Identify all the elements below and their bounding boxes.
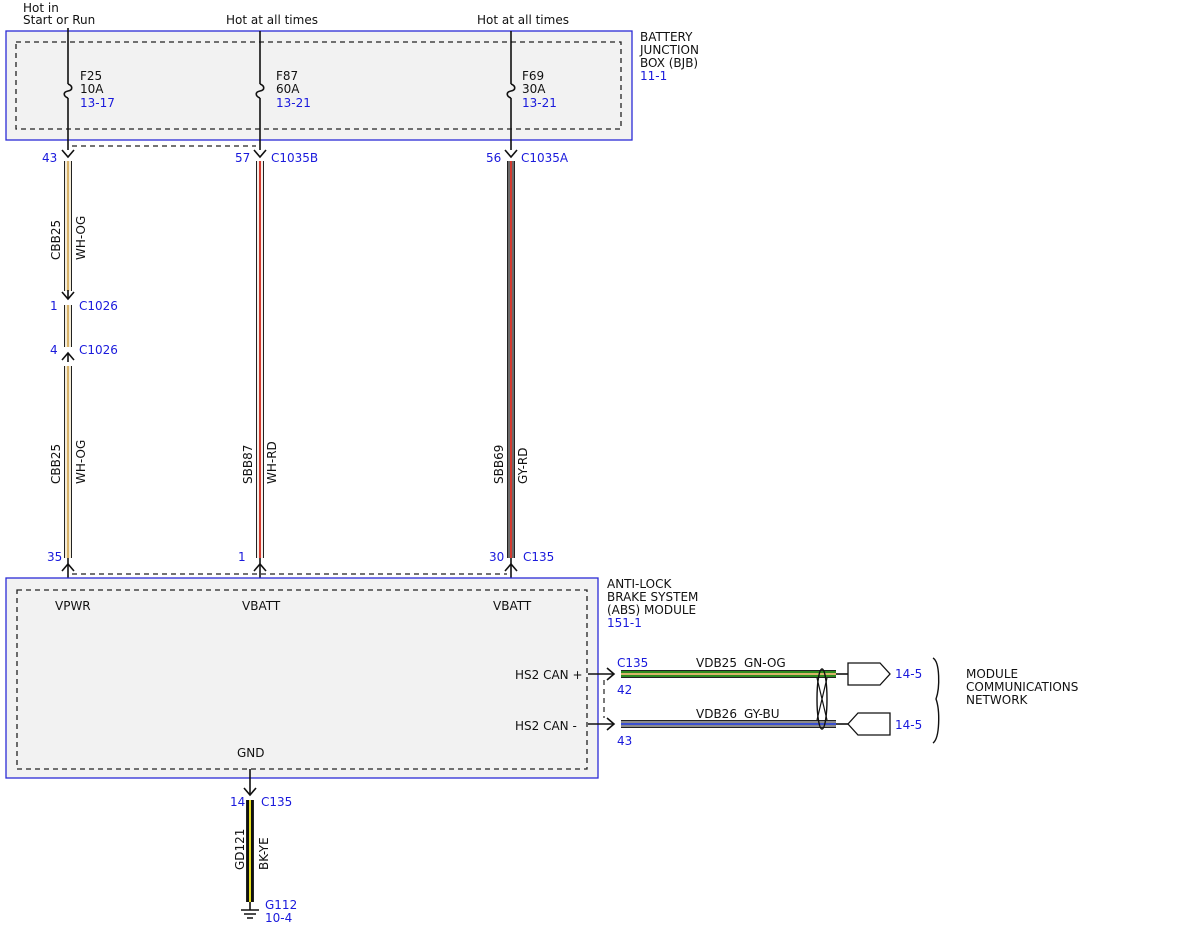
offpage-connector-1[interactable] xyxy=(847,662,891,686)
network-label-line2: COMMUNICATIONS xyxy=(966,680,1078,694)
wire-sbb69 xyxy=(507,161,515,558)
pin-56: 56 xyxy=(486,151,501,165)
wire-gd121-color: BK-YE xyxy=(257,837,271,870)
connector-arrow-43-can xyxy=(606,717,616,731)
bjb-reference: 11-1 xyxy=(640,69,667,83)
offpage-connector-2[interactable] xyxy=(847,712,891,736)
wire-vdb25 xyxy=(621,670,836,678)
wire-sbb69-circuit: SBB69 xyxy=(492,445,506,484)
abs-outline xyxy=(5,577,599,779)
pin-57: 57 xyxy=(235,151,250,165)
wire-sbb87-color: WH-RD xyxy=(265,441,279,484)
connector-c1035b: C1035B xyxy=(271,151,318,165)
fuse-f87 xyxy=(255,31,265,150)
wire-cbb25-upper-color: WH-OG xyxy=(74,216,88,260)
connector-c1026-arrow-bottom xyxy=(61,351,75,362)
source-label-2: Hot at all times xyxy=(226,13,318,27)
wire-vdb26 xyxy=(621,720,836,728)
connector-c1026-top: C1026 xyxy=(79,299,118,313)
pin-42: 42 xyxy=(617,683,632,697)
ground-name: G112 xyxy=(265,898,297,912)
pin-14: 14 xyxy=(230,795,245,809)
abs-title-line3: (ABS) MODULE xyxy=(607,603,696,617)
bjb-title-line2: JUNCTION xyxy=(639,43,699,57)
pin-4-c1026: 4 xyxy=(50,343,58,357)
wire-sbb69-color: GY-RD xyxy=(516,447,530,484)
abs-title-line1: ANTI-LOCK xyxy=(607,577,672,591)
wire-gd121-circuit: GD121 xyxy=(233,829,247,870)
pin-1: 1 xyxy=(238,550,246,564)
network-label-line3: NETWORK xyxy=(966,693,1029,707)
wire-sbb87-circuit: SBB87 xyxy=(241,445,255,484)
bjb-title-line3: BOX (BJB) xyxy=(640,56,698,70)
wire-cbb25-lower-circuit: CBB25 xyxy=(49,444,63,484)
fuse-f25 xyxy=(63,28,73,150)
wire-cbb25-upper-circuit: CBB25 xyxy=(49,220,63,260)
connector-arrow-56 xyxy=(504,149,518,159)
ground-reference: 10-4 xyxy=(265,911,292,925)
network-brace xyxy=(932,657,940,744)
connector-arrow-14 xyxy=(243,787,257,797)
source-label-3: Hot at all times xyxy=(477,13,569,27)
fuse-f25-name: F25 xyxy=(80,69,102,83)
bjb-inner-outline xyxy=(15,41,622,130)
abs-title-line2: BRAKE SYSTEM xyxy=(607,590,698,604)
fuse-f69 xyxy=(506,31,516,150)
connector-c135-can: C135 xyxy=(617,656,648,670)
abs-pin-hs2-can-plus: HS2 CAN + xyxy=(515,668,583,682)
wire-vdb26-color: GY-BU xyxy=(744,707,780,721)
wire-cbb25-lower xyxy=(64,366,72,558)
ground-symbol xyxy=(241,902,259,919)
fuse-f25-ref: 13-17 xyxy=(80,96,115,110)
fuse-f87-ref: 13-21 xyxy=(276,96,311,110)
connector-c135-top: C135 xyxy=(523,550,554,564)
abs-pin-hs2-can-minus: HS2 CAN - xyxy=(515,719,577,733)
connector-arrow-43 xyxy=(61,149,75,159)
offpage-ref-2[interactable]: 14-5 xyxy=(895,718,922,732)
bjb-title-line1: BATTERY xyxy=(640,30,693,44)
abs-pin-vbatt-1: VBATT xyxy=(242,599,281,613)
connector-arrow-57 xyxy=(253,149,267,159)
wire-vdb25-circuit: VDB25 xyxy=(696,656,737,670)
abs-reference: 151-1 xyxy=(607,616,642,630)
wire-gd121 xyxy=(246,800,254,902)
wire-cbb25-upper xyxy=(64,161,72,291)
abs-pin-gnd: GND xyxy=(237,746,265,760)
fuse-f69-ref: 13-21 xyxy=(522,96,557,110)
pin-35: 35 xyxy=(47,550,62,564)
connector-c1035a: C1035A xyxy=(521,151,569,165)
abs-pin-vbatt-2: VBATT xyxy=(493,599,532,613)
pin-43: 43 xyxy=(42,151,57,165)
twisted-pair-symbol xyxy=(816,668,828,730)
battery-junction-box xyxy=(5,30,633,141)
pin-30: 30 xyxy=(489,550,504,564)
wire-cbb25-lower-color: WH-OG xyxy=(74,440,88,484)
bjb-outline xyxy=(5,30,633,141)
connector-c1026-arrow-top xyxy=(61,290,75,301)
connector-c1026-bottom: C1026 xyxy=(79,343,118,357)
fuse-f25-rating: 10A xyxy=(80,82,104,96)
wire-vdb25-color: GN-OG xyxy=(744,656,786,670)
pin-43-can: 43 xyxy=(617,734,632,748)
pin-1-c1026: 1 xyxy=(50,299,58,313)
source-label-1b: Start or Run xyxy=(23,13,95,27)
wire-sbb87 xyxy=(256,161,264,558)
connector-arrow-42 xyxy=(606,667,616,681)
wire-vdb26-circuit: VDB26 xyxy=(696,707,737,721)
source-label-1: Hot in xyxy=(23,1,59,15)
fuse-f87-rating: 60A xyxy=(276,82,300,96)
connector-c135-gnd: C135 xyxy=(261,795,292,809)
fuse-f69-name: F69 xyxy=(522,69,544,83)
abs-inner-outline xyxy=(16,589,588,770)
fuse-f87-name: F87 xyxy=(276,69,298,83)
abs-pin-vpwr: VPWR xyxy=(55,599,91,613)
abs-module xyxy=(5,577,599,779)
offpage-ref-1[interactable]: 14-5 xyxy=(895,667,922,681)
wire-cbb25-jumper xyxy=(64,305,72,347)
fuse-f69-rating: 30A xyxy=(522,82,546,96)
network-label-line1: MODULE xyxy=(966,667,1018,681)
